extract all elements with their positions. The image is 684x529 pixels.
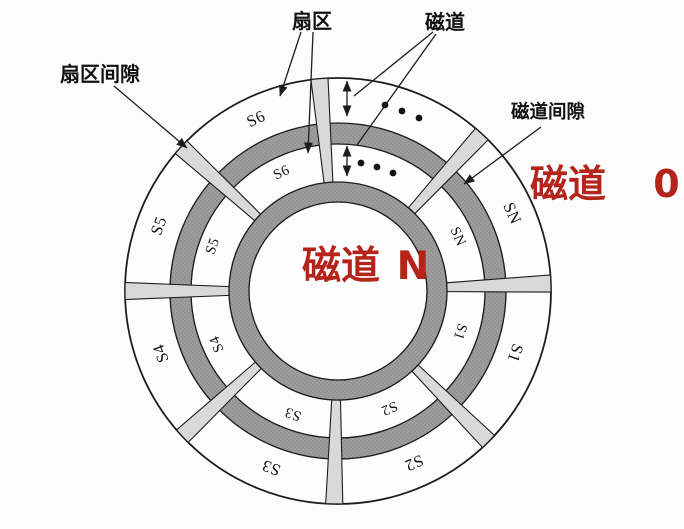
ellipsis-dots-inner-ring	[357, 159, 397, 177]
track-callout-line-inner	[356, 33, 437, 146]
sector-label: S1	[504, 341, 528, 365]
sector-label: S4	[206, 333, 227, 354]
track-callout-label: 磁道	[425, 10, 465, 34]
sector-label: S6	[271, 162, 293, 183]
inner-track-sector-labels: S6 S5 S4 S3 S2 S1 SN	[203, 162, 471, 424]
sector-callout-arrow-outer	[279, 31, 302, 97]
sector-label: S5	[146, 214, 170, 238]
track-gap-callout-label: 磁道间隙	[511, 101, 586, 123]
sector-label: S4	[148, 342, 172, 366]
sector-label: S1	[450, 321, 470, 342]
inner-band-outer-edge	[228, 181, 448, 401]
sector-label: SN	[446, 225, 469, 249]
sector-callout-label: 扇区	[292, 9, 332, 33]
sector-gap-callout-arrow	[113, 85, 188, 149]
trackN-label: 磁道 N	[302, 244, 429, 289]
sector-label: S3	[283, 403, 304, 424]
sector-callout-arrow-inner	[304, 31, 314, 154]
sector-label: S2	[379, 398, 400, 419]
sector-gap-callout-label: 扇区间隙	[60, 62, 140, 86]
track0-label: 磁道 0	[530, 162, 680, 206]
track-callout-line-outer	[353, 31, 434, 97]
sector-label: S3	[259, 456, 283, 480]
disk-center-disc	[248, 201, 428, 381]
sector-label: S5	[203, 236, 224, 257]
outer-track-sector-labels: S6 S5 S4 S3 S2 S1 SN	[146, 106, 527, 480]
track-gap-callout-arrow	[463, 126, 542, 185]
